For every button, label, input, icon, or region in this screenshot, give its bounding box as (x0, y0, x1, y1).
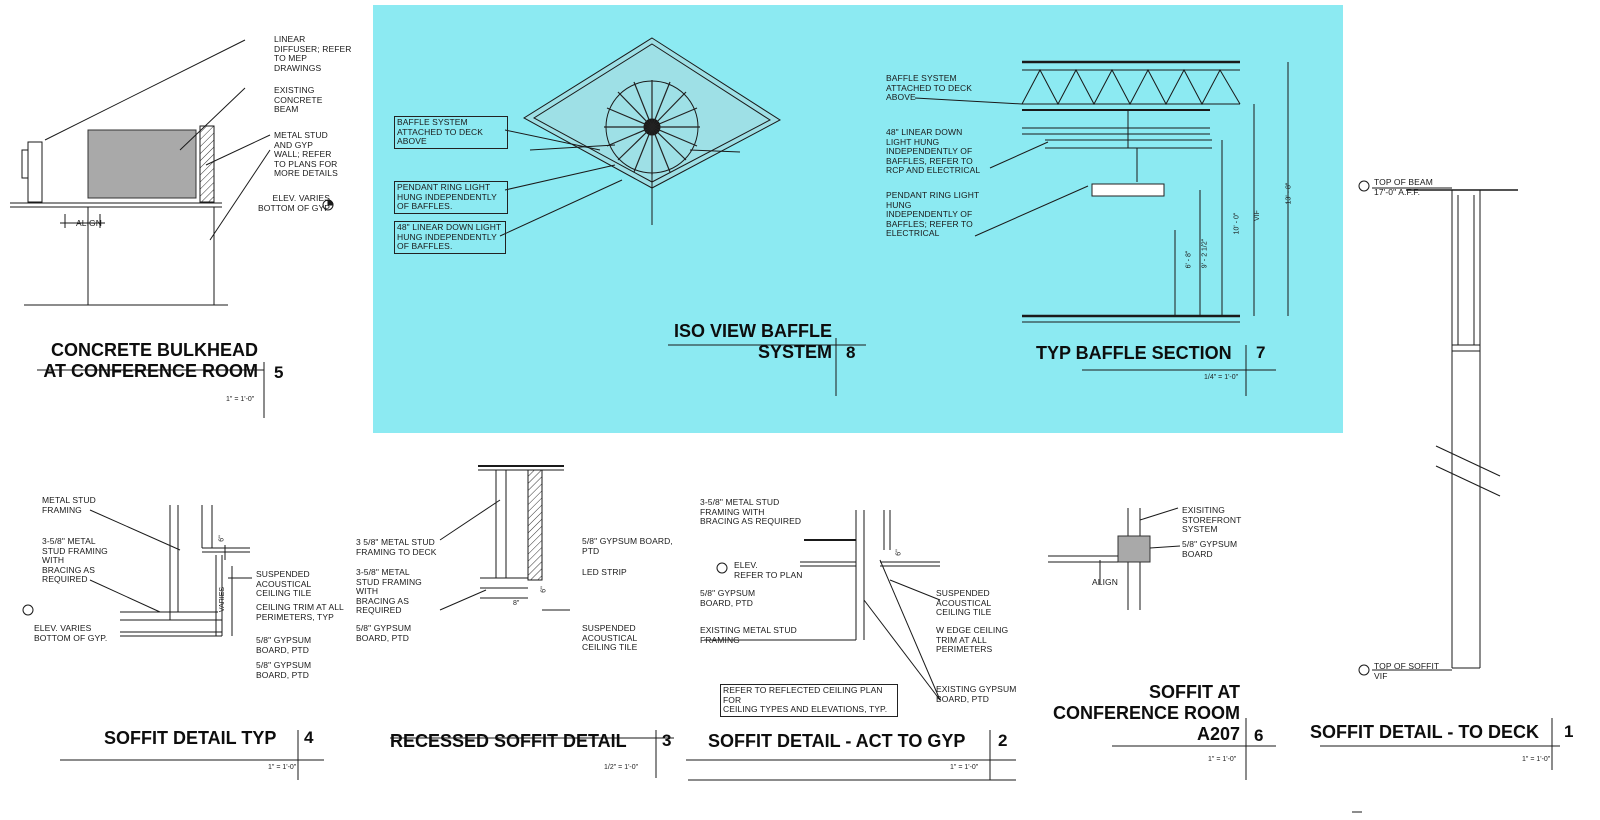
d2-dim-6: 6" (895, 549, 903, 556)
d3-dim-8: 8" (513, 600, 520, 607)
d2-note-rcp: REFER TO REFLECTED CEILING PLAN FOR CEIL… (720, 684, 898, 717)
d3-note-deck: 3 5/8" METAL STUD FRAMING TO DECK (356, 537, 437, 557)
d5-title: CONCRETE BULKHEAD AT CONFERENCE ROOM (43, 340, 258, 381)
d7-dim-9-2: 9' - 2 1/2" (1201, 238, 1209, 269)
detail-8-drawing (499, 37, 866, 396)
d8-title: ISO VIEW BAFFLE SYSTEM (673, 321, 832, 362)
detail-3-drawing (390, 465, 674, 778)
detail-6-drawing (1048, 507, 1276, 780)
d5-note-elev: ELEV. VARIES BOTTOM OF GYP (258, 193, 330, 213)
d4-note-framing: 3-5/8" METAL STUD FRAMING WITH BRACING A… (42, 536, 108, 584)
d4-scale: 1" = 1'-0" (268, 764, 297, 771)
d1-note-top-soffit: TOP OF SOFFIT VIF (1374, 661, 1440, 681)
d1-number: 1 (1564, 722, 1574, 741)
d4-dim-varies: VARIES (219, 586, 227, 613)
d3-note-framing: 3-5/8" METAL STUD FRAMING WITH BRACING A… (356, 567, 422, 615)
d3-note-led: LED STRIP (582, 567, 627, 577)
d5-note-stud: METAL STUD AND GYP WALL; REFER TO PLANS … (274, 130, 338, 178)
d3-scale: 1/2" = 1'-0" (604, 764, 639, 771)
d3-title: RECESSED SOFFIT DETAIL (390, 731, 627, 751)
d4-note-trim: CEILING TRIM AT ALL PERIMETERS, TYP (256, 602, 344, 622)
d4-number: 4 (304, 728, 314, 747)
d4-note-stud: METAL STUD FRAMING (42, 495, 96, 515)
d2-note-existing-stud: EXISTING METAL STUD FRAMING (700, 625, 797, 645)
d6-title: SOFFIT AT CONFERENCE ROOM A207 (1052, 682, 1240, 744)
d7-dim-13-8: 13' - 8" (1285, 182, 1293, 205)
d4-title: SOFFIT DETAIL TYP (104, 728, 277, 748)
d6-note-align: ALIGN (1092, 577, 1119, 587)
d2-note-framing: 3-5/8" METAL STUD FRAMING WITH BRACING A… (700, 497, 802, 526)
detail-2-drawing (686, 510, 1016, 781)
d3-dim-6: 6" (540, 586, 548, 593)
d7-note-pendant: PENDANT RING LIGHT HUNG INDEPENDENTLY OF… (886, 190, 980, 238)
d3-note-act: SUSPENDED ACOUSTICAL CEILING TILE (582, 623, 638, 652)
d4-note-gyp-2: 5/8" GYPSUM BOARD, PTD (256, 660, 312, 680)
d7-scale: 1/4" = 1'-0" (1204, 374, 1239, 381)
d6-scale: 1" = 1'-0" (1208, 756, 1237, 763)
d5-scale: 1" = 1'-0" (226, 396, 255, 403)
d7-note-linear: 48" LINEAR DOWN LIGHT HUNG INDEPENDENTLY… (886, 127, 981, 175)
d5-number: 5 (274, 363, 284, 382)
d6-note-storefront: EXISITING STOREFRONT SYSTEM (1182, 505, 1242, 534)
d7-title: TYP BAFFLE SECTION (1036, 343, 1232, 363)
d2-note-gyp: 5/8" GYPSUM BOARD, PTD (700, 588, 756, 608)
d2-scale: 1" = 1'-0" (950, 764, 979, 771)
detail-4-drawing (22, 505, 324, 780)
d8-note-pendant: PENDANT RING LIGHT HUNG INDEPENDENTLY OF… (394, 181, 508, 214)
d5-note-align: ALIGN (76, 218, 103, 228)
d2-note-act: SUSPENDED ACOUSTICAL CEILING TILE (936, 588, 992, 617)
d8-number: 8 (846, 343, 856, 362)
d2-note-existing-gyp: EXISTING GYPSUM BOARD, PTD (936, 684, 1017, 704)
d8-note-baffle: BAFFLE SYSTEM ATTACHED TO DECK ABOVE (394, 116, 508, 149)
d3-note-gyp-right: 5/8" GYPSUM BOARD, PTD (582, 536, 673, 556)
d1-title: SOFFIT DETAIL - TO DECK (1310, 722, 1539, 742)
d3-note-gyp-left: 5/8" GYPSUM BOARD, PTD (356, 623, 412, 643)
d4-note-act: SUSPENDED ACOUSTICAL CEILING TILE (256, 569, 312, 598)
d1-note-top-beam: TOP OF BEAM 17'-0" A.F.F. (1374, 177, 1433, 197)
d4-note-elev: ELEV. VARIES BOTTOM OF GYP. (34, 623, 108, 643)
d4-note-gyp-1: 5/8" GYPSUM BOARD, PTD (256, 635, 312, 655)
d7-dim-10-0: 10' - 0" (1233, 212, 1241, 235)
d6-number: 6 (1254, 726, 1264, 745)
d5-note-diffuser: LINEAR DIFFUSER; REFER TO MEP DRAWINGS (274, 34, 352, 73)
d7-number: 7 (1256, 343, 1266, 362)
d7-note-baffle: BAFFLE SYSTEM ATTACHED TO DECK ABOVE (886, 73, 972, 102)
detail-7-drawing (914, 60, 1289, 396)
d6-note-gyp: 5/8" GYPSUM BOARD (1182, 539, 1238, 559)
d7-dim-6-8: 6' - 8" (1185, 250, 1193, 269)
d5-note-beam: EXISTING CONCRETE BEAM (274, 85, 323, 114)
d1-scale: 1" = 1'-0" (1522, 756, 1551, 763)
d2-title: SOFFIT DETAIL - ACT TO GYP (708, 731, 966, 751)
d2-note-elev: ELEV. REFER TO PLAN (734, 560, 803, 580)
d7-dim-vif: VIF (1253, 210, 1261, 221)
d2-note-trim: W EDGE CEILING TRIM AT ALL PERIMETERS (936, 625, 1009, 654)
d4-dim-6: 6" (218, 535, 226, 542)
highlight-region (373, 5, 1343, 433)
detail-5-drawing (10, 39, 334, 418)
detail-1-drawing (1320, 180, 1560, 813)
d2-number: 2 (998, 731, 1008, 750)
d8-note-linear: 48" LINEAR DOWN LIGHT HUNG INDEPENDENTLY… (394, 221, 506, 254)
d3-number: 3 (662, 731, 672, 750)
